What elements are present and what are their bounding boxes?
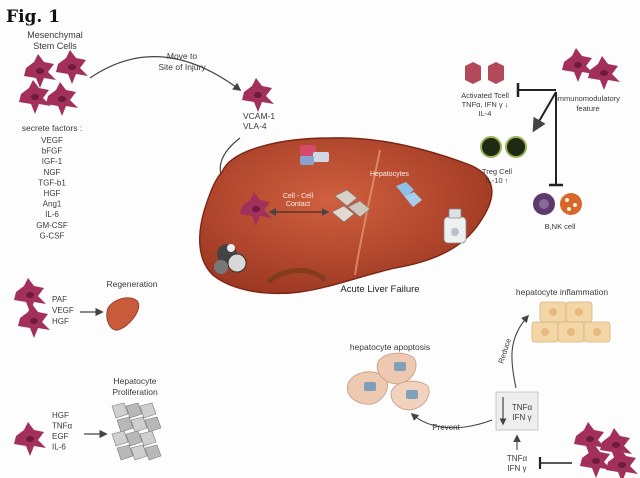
hepatocyte-cell xyxy=(130,416,148,433)
immuno-line2: feature xyxy=(576,104,599,113)
hepatocyte-cell xyxy=(111,402,129,419)
prolif-factor: HGF xyxy=(52,411,69,420)
secrete-factor: Ang1 xyxy=(43,200,62,209)
msc-cluster-immune xyxy=(562,48,620,90)
cytokine-bottom-line2: IFN γ xyxy=(507,464,526,473)
prolif-title-line1: Hepatocyte xyxy=(114,376,157,386)
hepatocyte-cell xyxy=(111,430,129,447)
hepatocyte-cluster xyxy=(331,189,371,223)
figure-label: Fig. 1 xyxy=(6,7,60,27)
secrete-factor: VEGF xyxy=(41,136,63,145)
small-liver-icon xyxy=(106,297,140,331)
treg-cells xyxy=(480,136,527,158)
hepatocytes-label: Hepatocytes xyxy=(370,171,409,178)
receptor-vcam: VCAM-1 xyxy=(243,111,275,121)
secrete-factor: TGF-b1 xyxy=(38,178,66,187)
cytokine-box-line2: IFN γ xyxy=(512,413,531,422)
cell-nucleus xyxy=(575,308,583,316)
blue-hepatocytes xyxy=(396,182,422,207)
hepatocyte-cell xyxy=(139,430,157,447)
prevent-label: Prevent xyxy=(432,423,460,432)
activated-line3: IL-4 xyxy=(479,109,492,118)
secrete-factor: GM-CSF xyxy=(36,221,68,230)
cytokine-box-line1: TNFα xyxy=(512,403,533,412)
msc-cell xyxy=(46,82,78,116)
apoptotic-cells xyxy=(346,352,430,411)
msc-cluster-regen xyxy=(14,278,50,338)
hepatocyte-cell xyxy=(144,416,162,433)
regeneration-factor-list: PAF VEGF HGF xyxy=(52,295,74,326)
prolif-factor: TNFα xyxy=(52,422,73,431)
receptor-vla: VLA-4 xyxy=(243,121,267,131)
contact-label-line1: Cell - Cell xyxy=(283,193,314,200)
secrete-factor: G-CSF xyxy=(40,231,65,240)
activated-line1: Activated Tcell xyxy=(461,91,509,100)
prolif-factor: IL-6 xyxy=(52,443,66,452)
hepatocyte-cell xyxy=(116,444,134,461)
msc-cell xyxy=(19,80,51,114)
regen-factor: HGF xyxy=(52,317,69,326)
b-nk-cells xyxy=(533,193,582,215)
hepatocyte-cell xyxy=(130,444,148,461)
move-label-line2: Site of Injury xyxy=(158,62,206,72)
cell-nucleus xyxy=(567,328,575,336)
msc-cell xyxy=(56,50,88,84)
treg-arrow xyxy=(532,91,557,133)
prevent-arrow xyxy=(410,412,493,429)
msc-cluster-top xyxy=(19,50,88,116)
cytokine-bottom-line1: TNFα xyxy=(507,454,528,463)
hepatocyte-cell xyxy=(125,430,143,447)
liver-caption: Acute Liver Failure xyxy=(340,284,419,295)
treg-line1: Treg Cell xyxy=(482,167,512,176)
msc-cell-injury xyxy=(242,78,274,112)
necrotic-cells xyxy=(214,244,247,274)
move-arrow xyxy=(89,56,242,92)
treg-line2: IL-10 ↑ xyxy=(486,176,509,185)
secrete-factor: HGF xyxy=(44,189,61,198)
immuno-line1: immunomodulatory xyxy=(556,94,620,103)
activated-line2: TNFα, IFN γ ↓ xyxy=(462,100,509,109)
hepatocyte-cell xyxy=(139,402,157,419)
secrete-factor: IL-6 xyxy=(45,210,59,219)
bottle-icon xyxy=(443,208,467,244)
apoptosis-title: hepatocyte apoptosis xyxy=(350,342,430,352)
reduce-label: Reduce xyxy=(496,337,513,364)
prolif-factor: EGF xyxy=(52,432,69,441)
contact-label-line2: Contact xyxy=(286,201,310,208)
secrete-title: secrete factors : xyxy=(22,123,82,133)
reduce-arrow xyxy=(511,314,530,389)
regen-factor: PAF xyxy=(52,295,67,304)
msc-title-line1: Mesenchymal xyxy=(27,30,83,40)
cell-nucleus xyxy=(541,328,549,336)
hepatocyte-cell xyxy=(116,416,134,433)
secrete-factor: NGF xyxy=(44,168,61,177)
cell-nucleus xyxy=(549,308,557,316)
inflammation-title: hepatocyte inflammation xyxy=(516,287,608,297)
regen-factor: VEGF xyxy=(52,306,74,315)
hepatocyte-cell xyxy=(144,444,162,461)
regeneration-title: Regeneration xyxy=(106,279,157,289)
activated-tcells xyxy=(465,62,504,84)
hepatocyte-grid xyxy=(111,402,162,461)
inflammation-cells xyxy=(531,301,611,343)
secrete-factor: IGF-1 xyxy=(42,157,63,166)
secrete-factor: bFGF xyxy=(42,147,63,156)
cell-nucleus xyxy=(593,328,601,336)
hepatocyte-cell xyxy=(125,402,143,419)
nk-label: B,NK cell xyxy=(545,222,576,231)
msc-title-line2: Stem Cells xyxy=(33,41,77,51)
move-label-line1: Move to xyxy=(167,51,198,61)
prolif-title-line2: Proliferation xyxy=(112,387,158,397)
msc-cell-prolif xyxy=(14,422,46,456)
msc-cell xyxy=(24,54,56,88)
damaged-cells xyxy=(300,145,329,165)
msc-cluster-bottom xyxy=(574,422,638,478)
